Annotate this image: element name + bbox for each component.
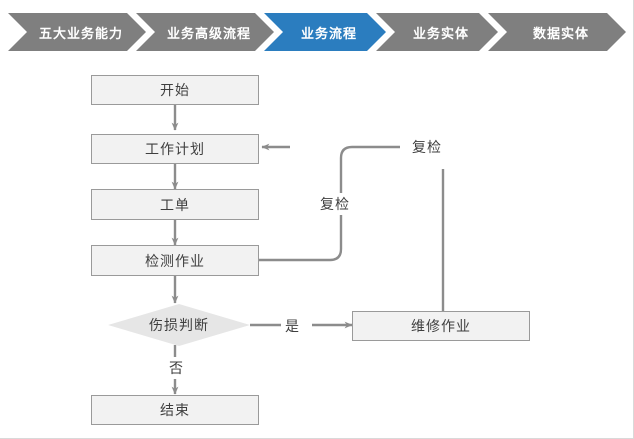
breadcrumb-step-2-label: 业务高级流程: [166, 25, 251, 41]
node-damage-decision[interactable]: 伤损判断: [108, 304, 250, 346]
breadcrumb-step-5-label: 数据实体: [532, 25, 589, 41]
edge-label-no: 否: [165, 357, 188, 379]
node-work-order[interactable]: 工单: [91, 189, 259, 220]
node-start-label: 开始: [160, 82, 190, 98]
node-inspection[interactable]: 检测作业: [91, 245, 259, 276]
breadcrumb-step-1[interactable]: 五大业务能力: [8, 13, 146, 51]
breadcrumb-step-3-label: 业务流程: [300, 25, 357, 41]
edge-label-recheck-inner: 复检: [316, 193, 354, 215]
node-repair[interactable]: 维修作业: [352, 311, 530, 341]
node-damage-decision-label: 伤损判断: [149, 317, 209, 333]
edge-label-yes: 是: [281, 315, 304, 337]
node-work-order-label: 工单: [160, 196, 190, 213]
breadcrumb-step-4-label: 业务实体: [412, 25, 469, 41]
node-repair-label: 维修作业: [411, 318, 471, 334]
node-work-plan[interactable]: 工作计划: [91, 134, 259, 164]
node-start[interactable]: 开始: [91, 75, 259, 105]
edge-label-recheck-outer: 复检: [408, 136, 446, 158]
node-work-plan-label: 工作计划: [145, 141, 205, 157]
node-inspection-label: 检测作业: [145, 252, 205, 269]
breadcrumb: 五大业务能力 业务高级流程 业务流程 业务实体 数据实体: [0, 13, 634, 51]
breadcrumb-step-1-label: 五大业务能力: [38, 25, 123, 41]
breadcrumb-step-3[interactable]: 业务流程: [264, 13, 386, 51]
breadcrumb-step-2[interactable]: 业务高级流程: [136, 13, 274, 51]
breadcrumb-step-4[interactable]: 业务实体: [376, 13, 498, 51]
breadcrumb-step-5[interactable]: 数据实体: [488, 13, 626, 51]
node-end-label: 结束: [160, 402, 190, 418]
node-end[interactable]: 结束: [91, 395, 259, 425]
